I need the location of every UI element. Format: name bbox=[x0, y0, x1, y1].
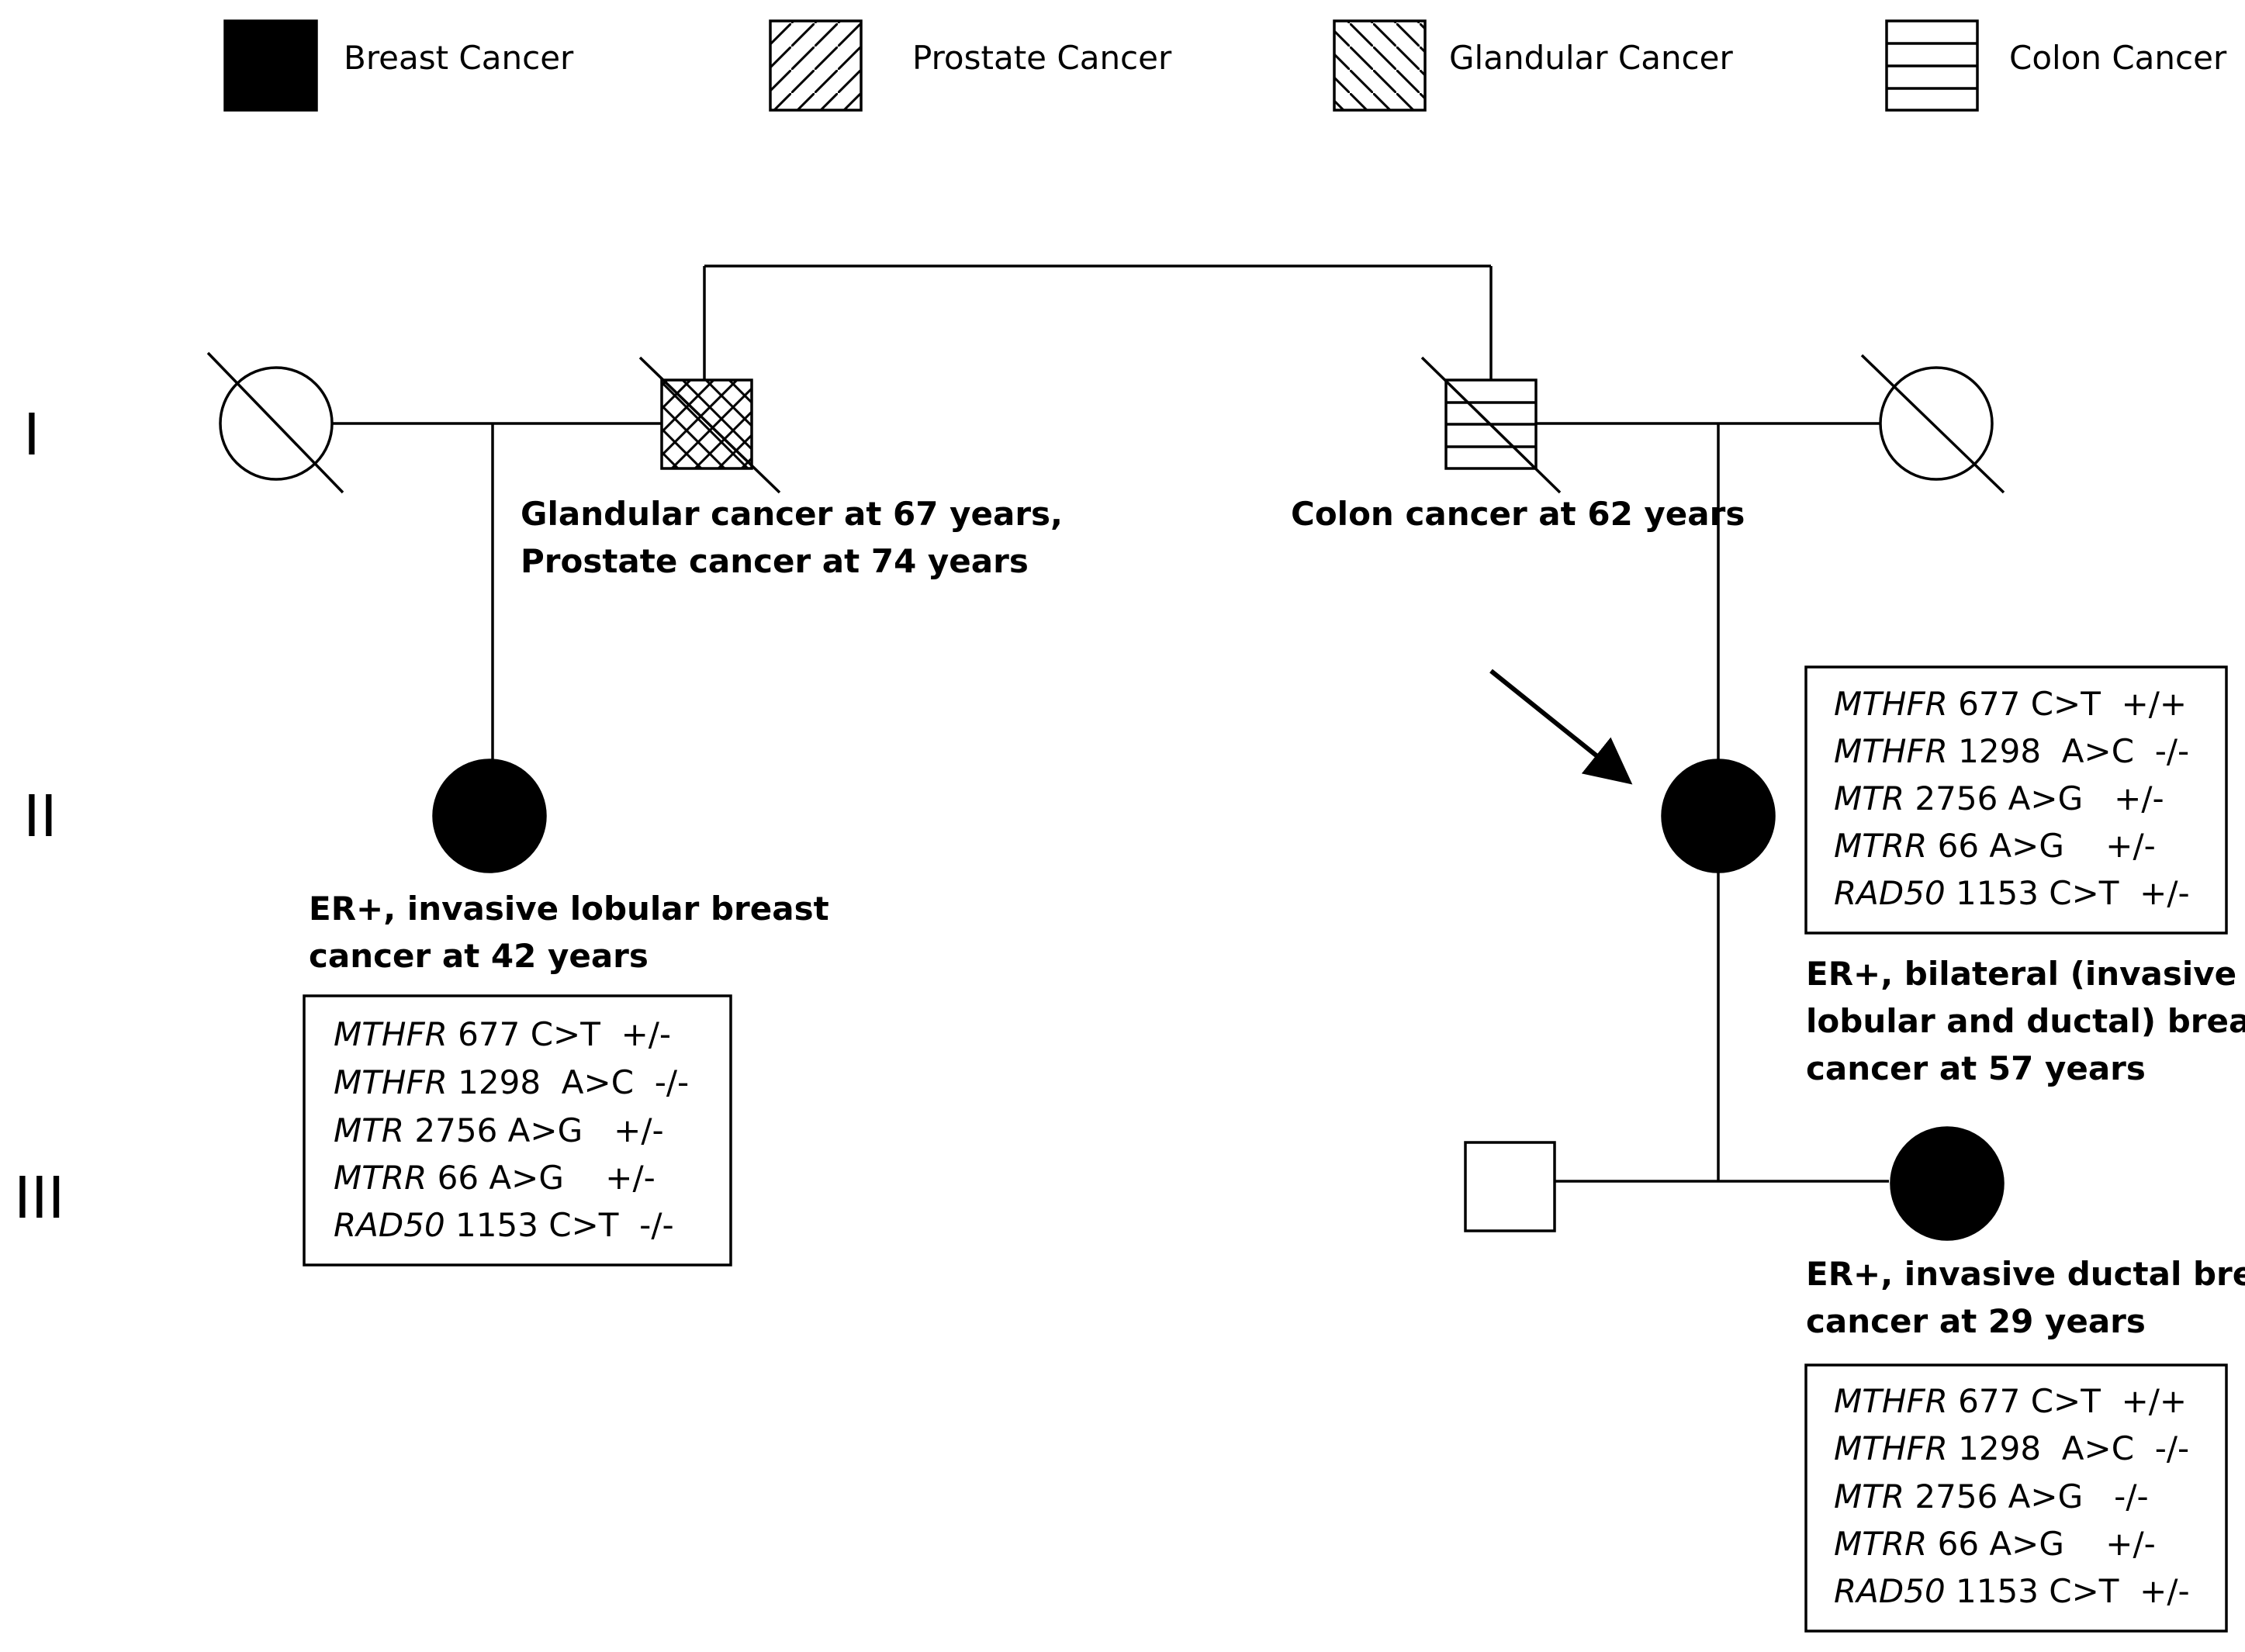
annotation-proband: ER+, bilateral (invasive bbox=[1806, 955, 2236, 993]
son bbox=[1464, 1141, 1556, 1232]
annotation-colon: Colon cancer at 62 years bbox=[1291, 495, 1745, 533]
legend-prostate-label: Prostate Cancer bbox=[912, 39, 1172, 77]
legend: Breast Cancer Prostate Cancer Glandular … bbox=[223, 19, 2227, 112]
generation-label-i: I bbox=[23, 402, 40, 468]
genotype-box-daughter: MTHFR 677 C>T +/+ MTHFR 1298 A>C -/- MTR… bbox=[1804, 1363, 2228, 1633]
annotation-aunt: ER+, invasive lobular breast bbox=[309, 890, 829, 928]
annotation-glandular-prostate: Glandular cancer at 67 years, bbox=[521, 495, 1063, 533]
grandfather-paternal bbox=[638, 356, 781, 494]
generation-label-ii: II bbox=[23, 783, 57, 850]
genotype-line: MTHFR 1298 A>C -/- bbox=[1834, 1429, 2189, 1467]
genotype-line: MTR 2756 A>G -/- bbox=[1834, 1477, 2149, 1515]
affected-female-symbol bbox=[1890, 1126, 2005, 1241]
legend-glandular-swatch bbox=[1333, 19, 1427, 112]
genotype-line: MTRR 66 A>G +/- bbox=[1834, 1525, 2156, 1563]
legend-breast-label: Breast Cancer bbox=[344, 39, 574, 77]
genotype-box-frame bbox=[303, 994, 732, 1267]
annotation-proband: cancer at 57 years bbox=[1806, 1049, 2146, 1087]
legend-colon-label: Colon Cancer bbox=[2009, 39, 2227, 77]
genotype-line: MTHFR 1298 A>C -/- bbox=[1834, 732, 2189, 770]
genotype-line: MTRR 66 A>G +/- bbox=[1834, 827, 2156, 865]
annotation-daughter: cancer at 29 years bbox=[1806, 1302, 2146, 1340]
genotype-box-frame bbox=[1804, 665, 2228, 935]
legend-glandular-label: Glandular Cancer bbox=[1449, 39, 1733, 77]
generation-label-iii: III bbox=[14, 1165, 64, 1232]
proband bbox=[1489, 669, 1776, 873]
genotype-line: MTHFR 1298 A>C -/- bbox=[334, 1063, 689, 1101]
deceased-slash bbox=[1860, 354, 2005, 494]
genotype-line: RAD50 1153 C>T -/- bbox=[334, 1206, 674, 1244]
grandfather-maternal bbox=[1420, 356, 1562, 494]
legend-breast-swatch bbox=[223, 19, 318, 112]
grandmother-paternal bbox=[206, 351, 344, 494]
grandmother-maternal bbox=[1860, 354, 2005, 494]
genotype-line: RAD50 1153 C>T +/- bbox=[1834, 1572, 2190, 1610]
genotype-line: MTR 2756 A>G +/- bbox=[1834, 779, 2164, 817]
affected-female-symbol bbox=[1661, 759, 1776, 873]
aunt-affected bbox=[432, 759, 547, 873]
deceased-slash bbox=[1420, 356, 1562, 494]
annotation-aunt: cancer at 42 years bbox=[309, 937, 649, 975]
unaffected-male-symbol bbox=[1464, 1141, 1556, 1232]
annotation-daughter: ER+, invasive ductal breast bbox=[1806, 1255, 2245, 1293]
genotype-line: MTHFR 677 C>T +/- bbox=[334, 1015, 671, 1053]
annotation-proband: lobular and ductal) breast bbox=[1806, 1002, 2245, 1040]
genotype-box-proband: MTHFR 677 C>T +/+ MTHFR 1298 A>C -/- MTR… bbox=[1804, 665, 2228, 935]
genotype-line: MTR 2756 A>G +/- bbox=[334, 1111, 664, 1149]
genotype-box-frame bbox=[1804, 1363, 2228, 1633]
legend-prostate-swatch bbox=[769, 19, 863, 112]
genotype-line: MTHFR 677 C>T +/+ bbox=[1834, 1382, 2187, 1420]
daughter-affected bbox=[1890, 1126, 2005, 1241]
affected-female-symbol bbox=[432, 759, 547, 873]
pedigree-lines bbox=[332, 264, 1889, 1183]
proband-arrow-icon bbox=[1489, 669, 1633, 785]
genotype-line: RAD50 1153 C>T +/- bbox=[1834, 874, 2190, 912]
deceased-slash bbox=[638, 356, 781, 494]
genotype-line: MTHFR 677 C>T +/+ bbox=[1834, 685, 2187, 723]
deceased-female-symbol bbox=[1879, 366, 1994, 481]
deceased-slash bbox=[206, 351, 344, 494]
annotation-glandular-prostate: Prostate cancer at 74 years bbox=[521, 542, 1029, 580]
genotype-line: MTRR 66 A>G +/- bbox=[334, 1159, 656, 1197]
genotype-box-aunt: MTHFR 677 C>T +/- MTHFR 1298 A>C -/- MTR… bbox=[303, 994, 732, 1267]
